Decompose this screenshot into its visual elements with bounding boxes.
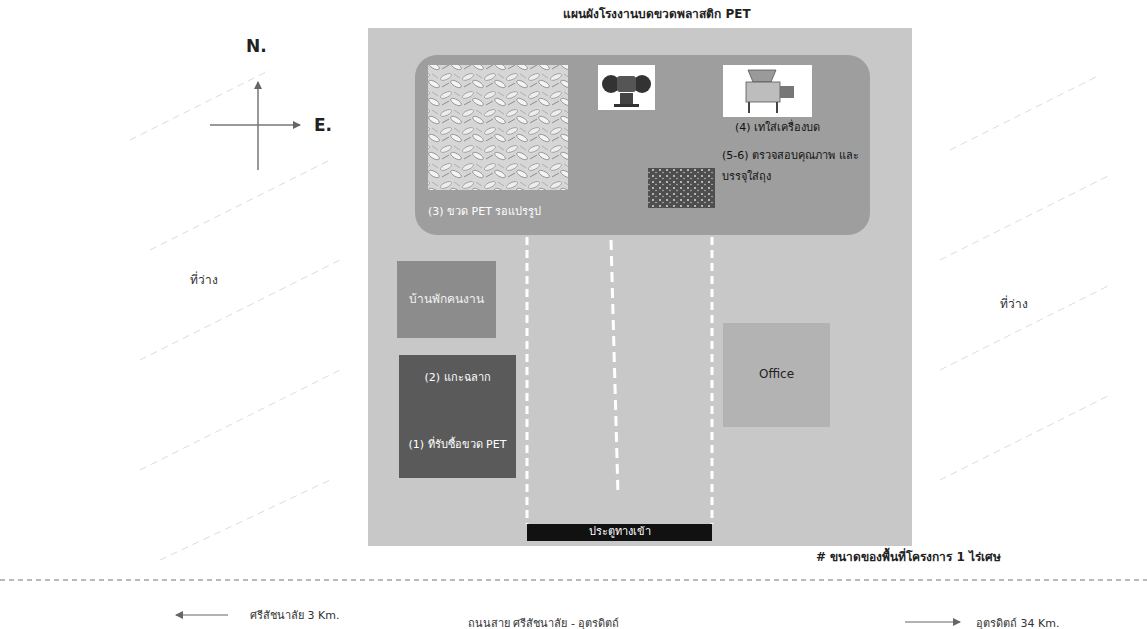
purchase-point: (2) แกะฉลาก (1) ที่รับซื้อขวด PET [399, 355, 516, 478]
bottle-pile-photo [428, 65, 568, 190]
vacant-land-label: ที่ว่าง [190, 270, 218, 289]
node-text: Office [759, 367, 794, 383]
road-name: ถนนสาย ศรีสัชนาลัย - อุตรดิตถ์ [468, 614, 619, 629]
node-text: ประตูทางเข้า [589, 525, 651, 539]
node-text: บ้านพักคนงาน [409, 292, 484, 308]
compass-label: E. [314, 115, 332, 135]
compass-label: N. [246, 36, 267, 56]
node-text: (3) ขวด PET รอแปรรูป [428, 205, 541, 219]
plan-title: แผนผังโรงงานบดขวดพลาสติก PET [0, 4, 1147, 23]
entrance-gate: ประตูทางเข้า [527, 524, 712, 541]
compass-east [210, 124, 300, 126]
highway-line [0, 579, 1147, 580]
node-text: (4) เทใส่เครื่องบด [735, 121, 820, 135]
direction-label: ศรีสัชนาลัย 3 Km. [250, 606, 339, 624]
road-lines [527, 237, 712, 524]
pet-flakes-photo [648, 168, 715, 208]
crusher-photo [723, 65, 812, 117]
direction-label: อุตรดิตถ์ 34 Km. [976, 614, 1059, 629]
site-area [368, 28, 912, 546]
node-text: (2) แกะฉลาก [424, 371, 490, 385]
node-text: (5-6) ตรวจสอบคุณภาพ และบรรจุใส่ถุง [722, 145, 862, 187]
worker-house: บ้านพักคนงาน [397, 261, 496, 338]
office-box: Office [723, 323, 830, 427]
vacant-land-label: ที่ว่าง [1000, 294, 1028, 313]
node-text: (1) ที่รับซื้อขวด PET [409, 438, 507, 452]
direction-arrow [176, 614, 228, 615]
area-note: # ขนาดของพื้นที่โครงการ 1 ไร่เศษ [816, 547, 1001, 566]
grinder-photo [598, 65, 655, 110]
compass-north [257, 82, 259, 170]
direction-arrow [905, 621, 960, 622]
